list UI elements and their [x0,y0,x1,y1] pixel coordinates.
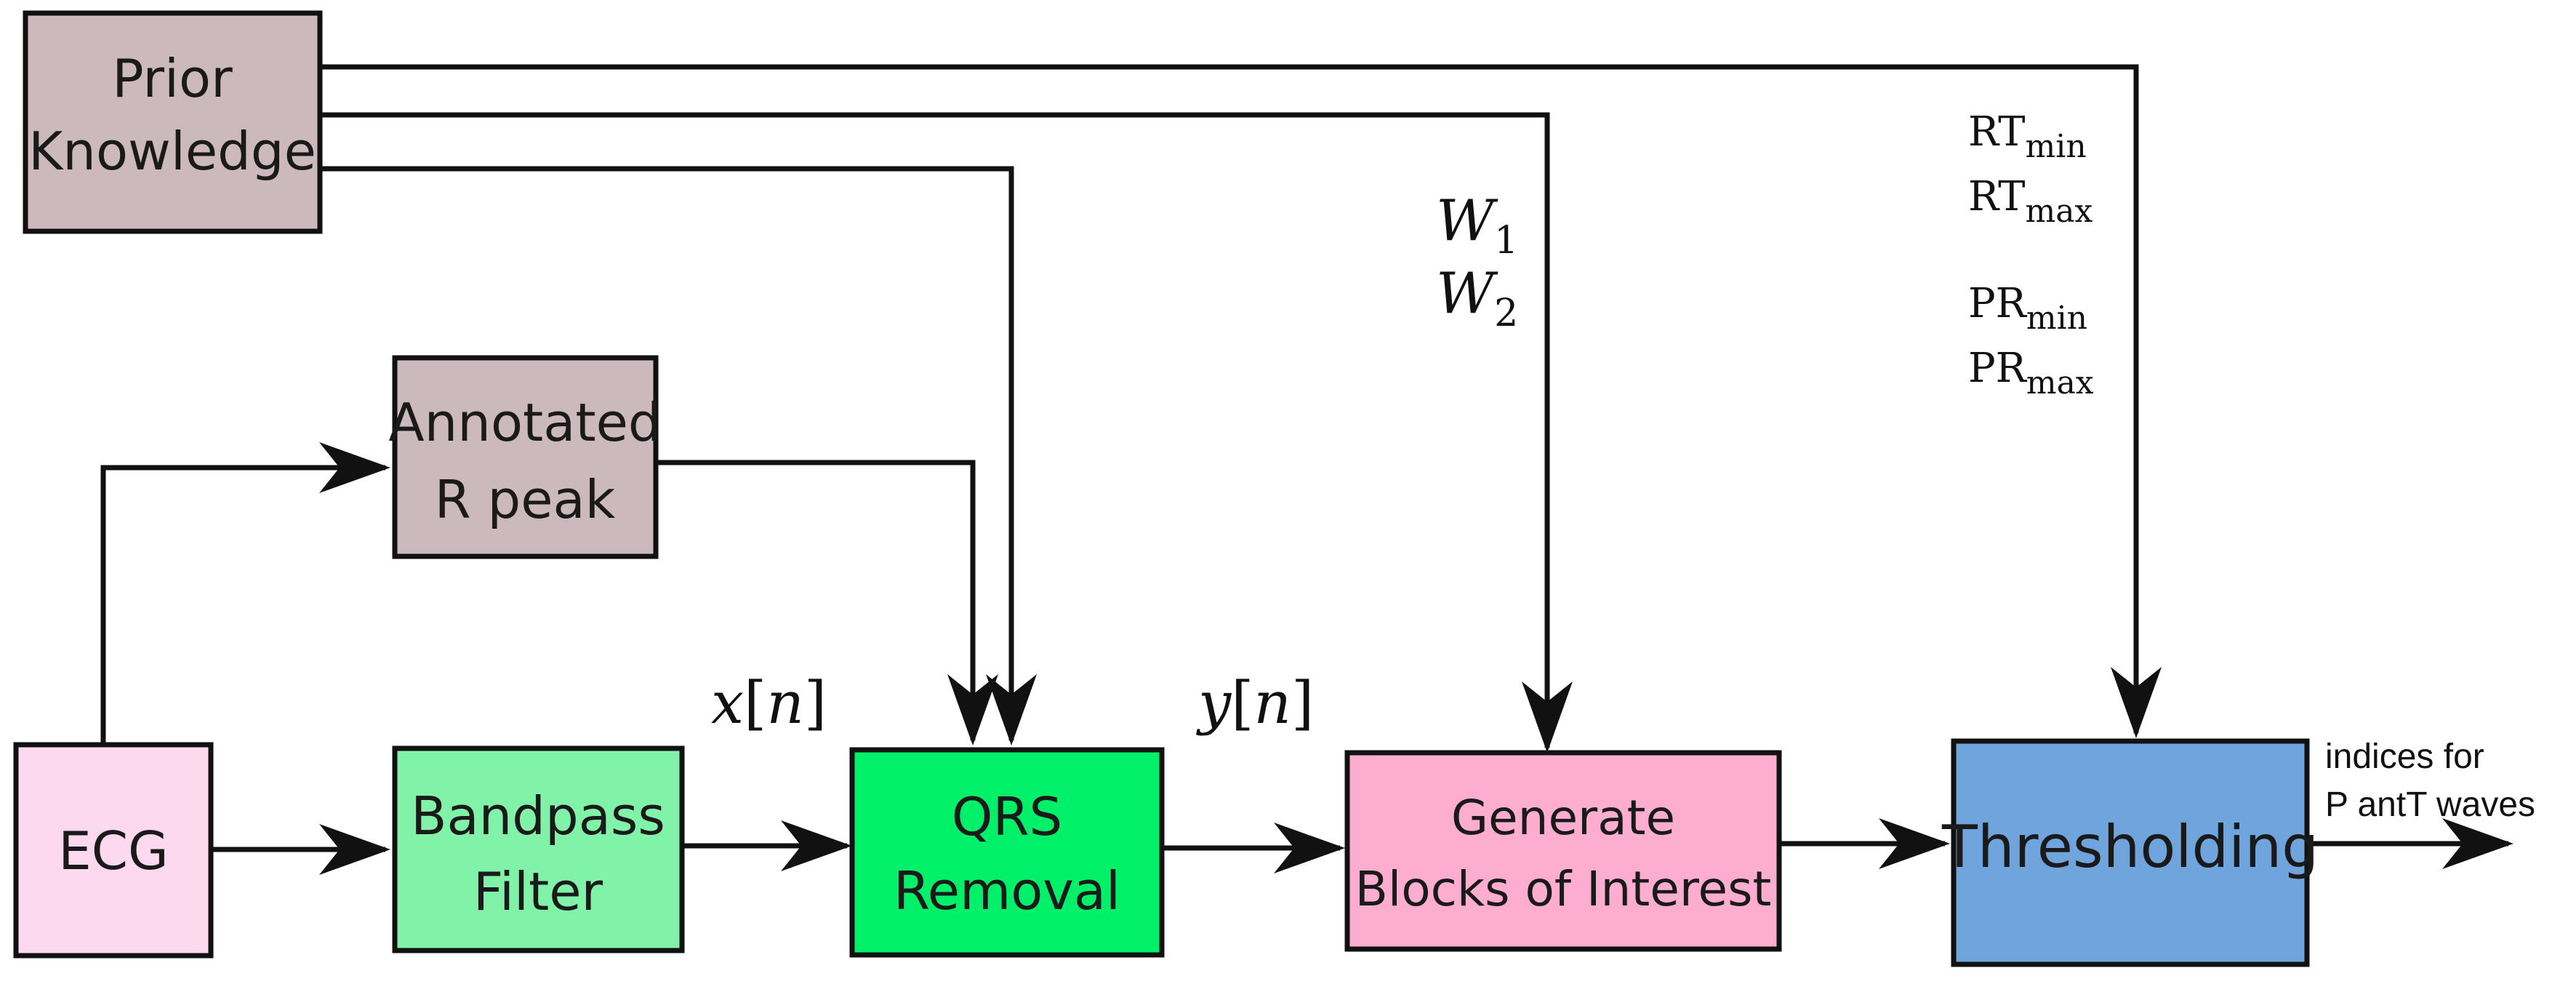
param-w2-symbol: W [1436,261,1498,327]
signal-x-var: x [711,669,744,737]
arrow-prior-to-thresholding [320,64,2162,738]
generate-blocks-box [1344,750,1782,952]
arrow-ecg-to-annotated [100,442,390,745]
param-pr-max-subscript: max [2026,364,2094,401]
annotated-r-peak-box [392,355,659,559]
signal-label-x-n: x[n] [711,669,827,737]
param-pr-max-symbol: PR [1968,345,2028,392]
bandpass-filter-label-line2: Filter [473,861,603,922]
block-bandpass-filter: Bandpass Filter [392,745,685,953]
block-annotated-r-peak: Annotated R peak [388,355,662,559]
param-rt-min-symbol: RT [1968,108,2026,156]
param-rt-max: RTmax [1968,173,2093,230]
block-prior-knowledge: Prior Knowledge [23,10,323,234]
arrow-prior-to-generate-blocks [320,112,1573,753]
signal-y-var: y [1196,669,1232,737]
signal-y-open-bracket: [ [1231,669,1253,737]
ecg-label: ECG [58,820,169,881]
qrs-removal-label-line2: Removal [894,860,1120,921]
bandpass-filter-box [392,745,685,953]
annotated-r-peak-label-line1: Annotated [388,392,661,453]
block-thresholding: Thresholding [1941,738,2319,967]
param-w1-symbol: W [1436,188,1498,254]
prior-knowledge-label-line1: Prior [112,48,233,109]
arrow-prior-to-qrs-removal [320,166,1037,745]
bandpass-filter-label-line1: Bandpass [411,785,665,847]
param-pr-min-symbol: PR [1968,280,2028,327]
param-pr-max: PRmax [1968,345,2094,401]
block-ecg: ECG [13,742,214,959]
thresholding-label: Thresholding [1941,813,2319,881]
generate-blocks-label-line2: Blocks of Interest [1355,861,1772,917]
param-rt-max-symbol: RT [1968,173,2026,220]
generate-blocks-label-line1: Generate [1451,790,1675,846]
param-rt-min-subscript: min [2026,128,2087,165]
param-pr-min: PRmin [1968,280,2087,337]
param-w1-subscript: 1 [1494,219,1518,263]
signal-y-index: n [1253,669,1291,737]
prior-knowledge-label-line2: Knowledge [28,121,316,182]
param-w2: W2 [1436,261,1518,335]
param-w2-subscript: 2 [1494,292,1518,335]
qrs-removal-box [849,747,1165,958]
param-pr-min-subscript: min [2026,300,2087,337]
block-generate-blocks-of-interest: Generate Blocks of Interest [1344,750,1782,952]
connectors [100,64,2513,875]
block-qrs-removal: QRS Removal [849,747,1165,958]
output-label-line2: P antT waves [2325,785,2535,824]
qrs-removal-label-line1: QRS [952,786,1062,847]
signal-label-y-n: y[n] [1196,669,1314,737]
signal-y-close-bracket: ] [1291,669,1314,737]
signal-x-close-bracket: ] [804,669,827,737]
signal-x-index: n [766,669,804,737]
thresholding-box [1951,738,2310,967]
annotated-r-peak-label-line2: R peak [435,469,616,530]
output-label-line1: indices for [2325,737,2484,776]
param-rt-min: RTmin [1968,108,2087,165]
ecg-box [13,742,214,959]
param-w1: W1 [1436,188,1518,263]
param-rt-max-subscript: max [2026,193,2093,230]
prior-knowledge-box [23,10,323,234]
signal-x-open-bracket: [ [744,669,766,737]
arrow-annotated-to-qrs-removal [656,460,998,745]
